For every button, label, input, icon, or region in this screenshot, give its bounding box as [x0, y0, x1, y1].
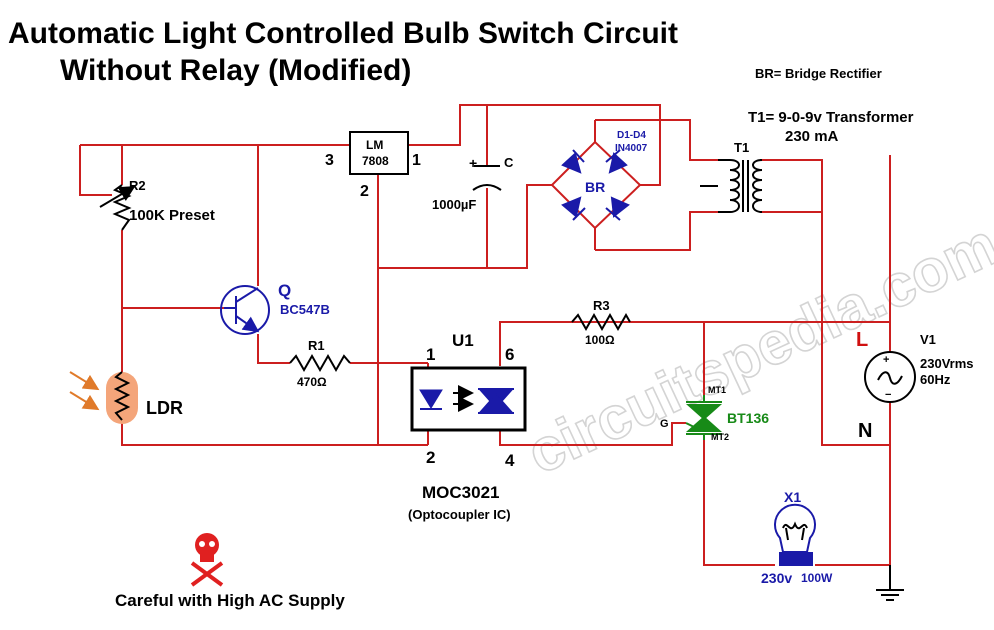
transistor-part: BC547B — [280, 302, 330, 317]
triac-gate: G — [660, 418, 669, 430]
source-minus: − — [885, 389, 891, 401]
title-line-1: Automatic Light Controlled Bulb Switch C… — [8, 17, 678, 50]
lamp-power: 100W — [801, 571, 833, 585]
ac-source-v1: + − V1 230Vrms 60Hz L N — [856, 329, 974, 442]
bridge-name: BR — [585, 179, 605, 195]
optocoupler-u1: U1 1 6 2 4 MOC3021 (Optocoupler IC) — [408, 331, 527, 522]
preset-value: 100K Preset — [129, 207, 215, 224]
source-frequency: 60Hz — [920, 372, 951, 387]
regulator-pin-2: 2 — [360, 183, 369, 200]
preset-r2: R2 100K Preset — [99, 178, 215, 231]
resistor-r1: R1 470Ω — [289, 338, 351, 389]
ground-icon — [876, 565, 904, 601]
regulator-line-2: 7808 — [362, 154, 389, 168]
resistor-r3: R3 100Ω — [571, 298, 631, 347]
r1-value: 470Ω — [297, 375, 327, 389]
skull-crossbones-icon — [190, 533, 224, 587]
source-voltage: 230Vrms — [920, 356, 974, 371]
bridge-diode-part: IN4007 — [615, 143, 648, 154]
triac-bt136: BT136 MT1 MT2 G — [660, 385, 769, 442]
br-note: BR= Bridge Rectifier — [755, 66, 882, 81]
regulator-pin-3: 3 — [325, 152, 334, 169]
opto-desc: (Optocoupler IC) — [408, 507, 511, 522]
triac-mt2: MT2 — [711, 432, 729, 442]
capacitor-value: 1000µF — [432, 197, 476, 212]
r1-name: R1 — [308, 338, 325, 353]
lamp-x1: X1 230v 100W — [761, 489, 833, 586]
warning-text: Careful with High AC Supply — [115, 591, 345, 610]
ldr-label: LDR — [146, 398, 183, 418]
source-plus: + — [883, 354, 889, 366]
opto-pin-6: 6 — [505, 345, 514, 364]
r3-name: R3 — [593, 298, 610, 313]
transistor-name: Q — [278, 281, 291, 300]
regulator-lm7808: LM 7808 3 2 1 — [325, 131, 421, 200]
ldr: LDR — [69, 371, 183, 424]
opto-pin-2: 2 — [426, 448, 435, 467]
transformer-name: T1 — [734, 140, 749, 155]
transformer-t1: T1 — [700, 140, 763, 213]
regulator-line-1: LM — [366, 138, 383, 152]
opto-pin-4: 4 — [505, 451, 515, 470]
neutral-label: N — [858, 420, 872, 442]
bridge-rectifier: BR D1-D4 IN4007 — [550, 120, 648, 250]
opto-pin-1: 1 — [426, 345, 435, 364]
lamp-voltage: 230v — [761, 570, 792, 586]
preset-name: R2 — [129, 178, 146, 193]
capacitor-plus: + — [469, 155, 477, 171]
bridge-diodes: D1-D4 — [617, 130, 646, 141]
live-label: L — [856, 329, 868, 351]
triac-mt1: MT1 — [708, 385, 726, 395]
transformer-note-line-2: 230 mA — [785, 128, 839, 145]
transistor-q: Q BC547B — [220, 281, 330, 335]
lamp-name: X1 — [784, 489, 801, 505]
wiring — [79, 104, 891, 566]
transformer-note-line-1: T1= 9-0-9v Transformer — [748, 109, 914, 126]
regulator-pin-1: 1 — [412, 152, 421, 169]
triac-part: BT136 — [727, 410, 769, 426]
title-line-2: Without Relay (Modified) — [60, 54, 411, 87]
opto-part: MOC3021 — [422, 483, 499, 502]
capacitor-name: C — [504, 155, 514, 170]
opto-name: U1 — [452, 331, 474, 350]
capacitor-c: + C 1000µF — [432, 155, 514, 212]
source-name: V1 — [920, 332, 936, 347]
r3-value: 100Ω — [585, 333, 615, 347]
